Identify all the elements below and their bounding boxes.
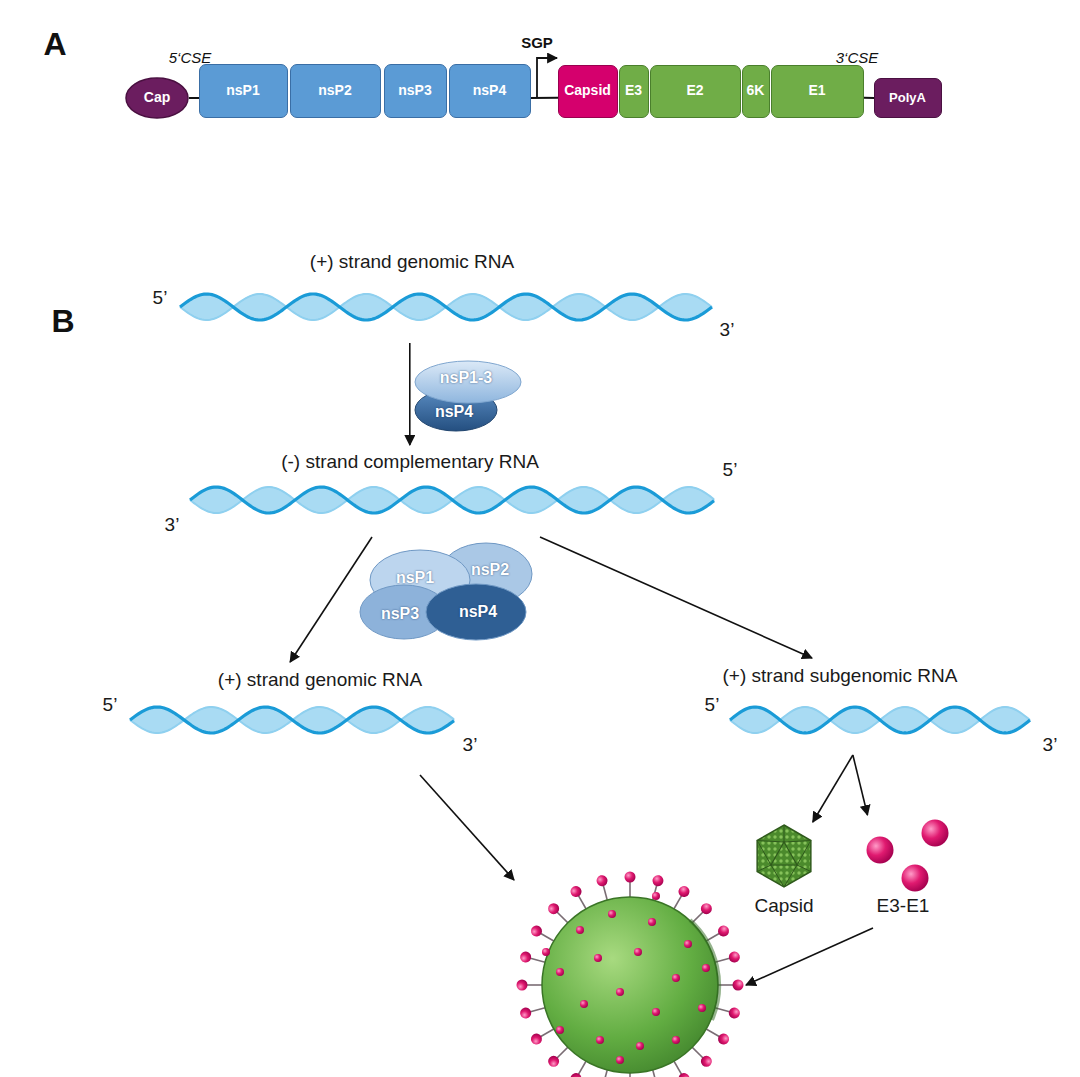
panel-letter: A <box>43 27 66 62</box>
rna-strand: (+) strand genomic RNA 5’ 3’ <box>95 662 490 757</box>
node-label: PolyA <box>889 90 926 104</box>
node-label: nsP2 <box>318 83 351 98</box>
genome-link <box>864 97 874 99</box>
strand-end: 3’ <box>165 515 180 536</box>
genome-link <box>189 97 199 99</box>
protein-name: nsP1 <box>396 569 434 587</box>
assembly-arrow <box>746 928 873 985</box>
node-label: E3 <box>625 83 642 98</box>
protein-name: nsP4 <box>435 403 473 421</box>
structural-gene: E2 <box>650 65 741 118</box>
node-label: E2 <box>686 83 703 98</box>
sequence-element: 5‘CSE <box>169 50 212 67</box>
sequence-element: 3‘CSE <box>836 50 879 67</box>
protein-name: nsP1-3 <box>440 369 492 387</box>
rna-strand: (-) strand complementary RNA 3’ 5’ <box>150 445 750 537</box>
replicase-complex: nsP1 nsP2 nsP3 nsP4 <box>358 540 536 642</box>
node-label: 6K <box>747 83 765 98</box>
strand-name: (+) strand genomic RNA <box>218 670 422 691</box>
flow-arrow <box>409 343 411 445</box>
node-label: Cap <box>144 90 170 105</box>
replicase-complex-shape <box>358 540 536 642</box>
structural-gene: E1 <box>771 65 864 118</box>
rna-strand: (+) strand genomic RNA 5’ 3’ <box>150 248 750 343</box>
nonstructural-gene: nsP2 <box>290 64 381 118</box>
flow-arrow <box>813 755 853 822</box>
node-label: nsP3 <box>398 83 431 98</box>
node-label: Capsid <box>754 896 813 917</box>
promoter-arrow <box>537 58 557 98</box>
node-label: Capsid <box>564 83 611 98</box>
structural-gene: E3 <box>619 65 649 118</box>
strand-end: 5’ <box>153 288 168 309</box>
flow-arrow <box>290 537 372 662</box>
virion <box>517 872 744 1077</box>
glycoprotein-icon: E3-E1 <box>858 815 953 920</box>
structural-gene: 6K <box>742 65 770 118</box>
strand-end: 5’ <box>723 460 738 481</box>
assembly-arrow <box>420 775 514 880</box>
flow-arrow <box>853 755 868 815</box>
strand-name: (+) strand subgenomic RNA <box>723 666 958 687</box>
protein-name: nsP2 <box>471 561 509 579</box>
panel-letter: B <box>51 304 74 339</box>
nonstructural-gene: nsP3 <box>384 64 447 118</box>
strand-end: 3’ <box>720 320 735 341</box>
node-label: E3-E1 <box>877 896 930 917</box>
cap-structure: Cap <box>125 77 189 119</box>
strand-name: (+) strand genomic RNA <box>310 252 514 273</box>
node-label: nsP1 <box>226 83 259 98</box>
polya-tail: PolyA <box>874 78 942 118</box>
protein-name: nsP3 <box>381 605 419 623</box>
capsid-icon: Capsid <box>748 822 820 920</box>
strand-end: 5’ <box>103 695 118 716</box>
genome-link <box>531 97 558 99</box>
node-label: nsP4 <box>473 83 506 98</box>
capsid-gene: Capsid <box>558 65 618 118</box>
promoter-label: SGP <box>521 35 553 52</box>
rna-strand: (+) strand subgenomic RNA5’ 3’ <box>695 658 1070 755</box>
nonstructural-gene: nsP1 <box>199 64 288 118</box>
protein-name: nsP4 <box>459 603 497 621</box>
strand-end: 5’ <box>705 695 720 716</box>
strand-end: 3’ <box>463 735 478 756</box>
flow-arrow <box>540 537 812 658</box>
nonstructural-gene: nsP4 <box>449 64 531 118</box>
node-label: E1 <box>808 83 825 98</box>
strand-name: (-) strand complementary RNA <box>281 452 539 473</box>
strand-end: 3’ <box>1043 735 1058 756</box>
replicase-complex: nsP1-3 nsP4 <box>412 360 522 432</box>
